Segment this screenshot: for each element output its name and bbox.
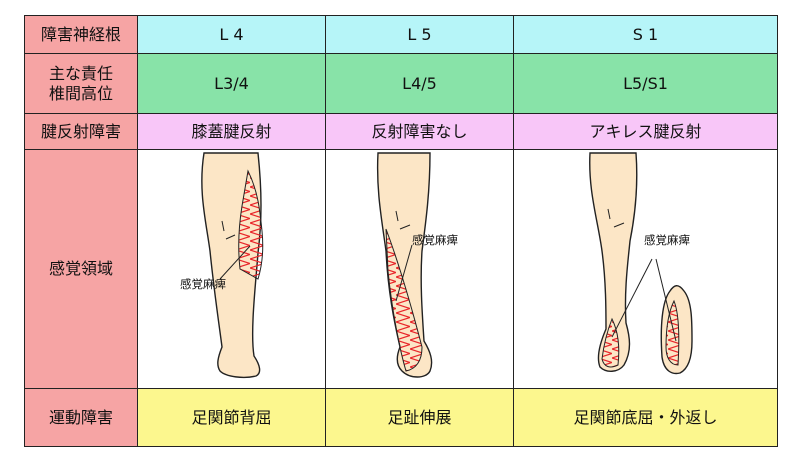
leg-outline-l5 xyxy=(376,151,433,378)
numbness-label-l4: 感覚麻痺 xyxy=(180,276,226,291)
motor-l4: 足関節背屈 xyxy=(137,388,326,447)
header-disc-level-line2: 椎間高位 xyxy=(48,83,113,103)
knee-mark-l4 xyxy=(221,220,236,239)
nerve-root-table: 障害神経根 L 4 L 5 S 1 主な責任 椎間高位 L3/4 L4/5 L5… xyxy=(24,15,778,447)
reflex-l4: 膝蓋腱反射 xyxy=(137,113,326,150)
header-disc-level: 主な責任 椎間高位 xyxy=(24,53,138,114)
level-l5: L4/5 xyxy=(325,53,514,114)
root-l5: L 5 xyxy=(325,15,514,54)
leg-drawing-l5 xyxy=(376,151,433,378)
sensory-l4: 感覚麻痺 xyxy=(137,149,326,389)
row-motor: 運動障害 足関節背屈 足趾伸展 足関節底屈・外返し xyxy=(24,388,778,447)
root-s1: S 1 xyxy=(513,15,778,54)
sensory-l5: 感覚麻痺 xyxy=(325,149,514,389)
header-sensory: 感覚領域 xyxy=(24,149,138,389)
level-l4: L3/4 xyxy=(137,53,326,114)
motor-s1: 足関節底屈・外返し xyxy=(513,388,778,447)
leg-illustration-s1: 感覚麻痺 xyxy=(515,151,777,388)
row-sensory: 感覚領域 感覚麻痺 xyxy=(24,149,778,389)
row-reflex: 腱反射障害 膝蓋腱反射 反射障害なし アキレス腱反射 xyxy=(24,113,778,150)
numbness-label-l5: 感覚麻痺 xyxy=(412,232,458,247)
numbness-label-s1: 感覚麻痺 xyxy=(644,232,690,247)
header-motor: 運動障害 xyxy=(24,388,138,447)
motor-l5: 足趾伸展 xyxy=(325,388,514,447)
numb-area-s1-sole xyxy=(665,299,680,366)
header-reflex: 腱反射障害 xyxy=(24,113,138,150)
header-nerve-root: 障害神経根 xyxy=(24,15,138,54)
leg-drawing-l4 xyxy=(201,151,264,378)
row-disc-level: 主な責任 椎間高位 L3/4 L4/5 L5/S1 xyxy=(24,53,778,114)
leg-illustration-l4: 感覚麻痺 xyxy=(139,151,325,388)
reflex-l5: 反射障害なし xyxy=(325,113,514,150)
root-l4: L 4 xyxy=(137,15,326,54)
leader-line-l5 xyxy=(395,244,413,301)
reflex-s1: アキレス腱反射 xyxy=(513,113,778,150)
leader-line-l4 xyxy=(219,245,251,279)
knee-mark-s1 xyxy=(607,208,625,227)
header-disc-level-line1: 主な責任 xyxy=(48,63,113,83)
numb-area-l5 xyxy=(385,228,423,372)
leader-lines-s1 xyxy=(611,258,677,341)
row-nerve-root: 障害神経根 L 4 L 5 S 1 xyxy=(24,15,778,54)
leg-outline-s1 xyxy=(589,151,638,372)
leg-drawing-s1 xyxy=(589,151,693,374)
level-s1: L5/S1 xyxy=(513,53,778,114)
knee-mark-l5 xyxy=(395,210,411,229)
sensory-s1: 感覚麻痺 xyxy=(513,149,778,389)
leg-illustration-l5: 感覚麻痺 xyxy=(327,151,513,388)
